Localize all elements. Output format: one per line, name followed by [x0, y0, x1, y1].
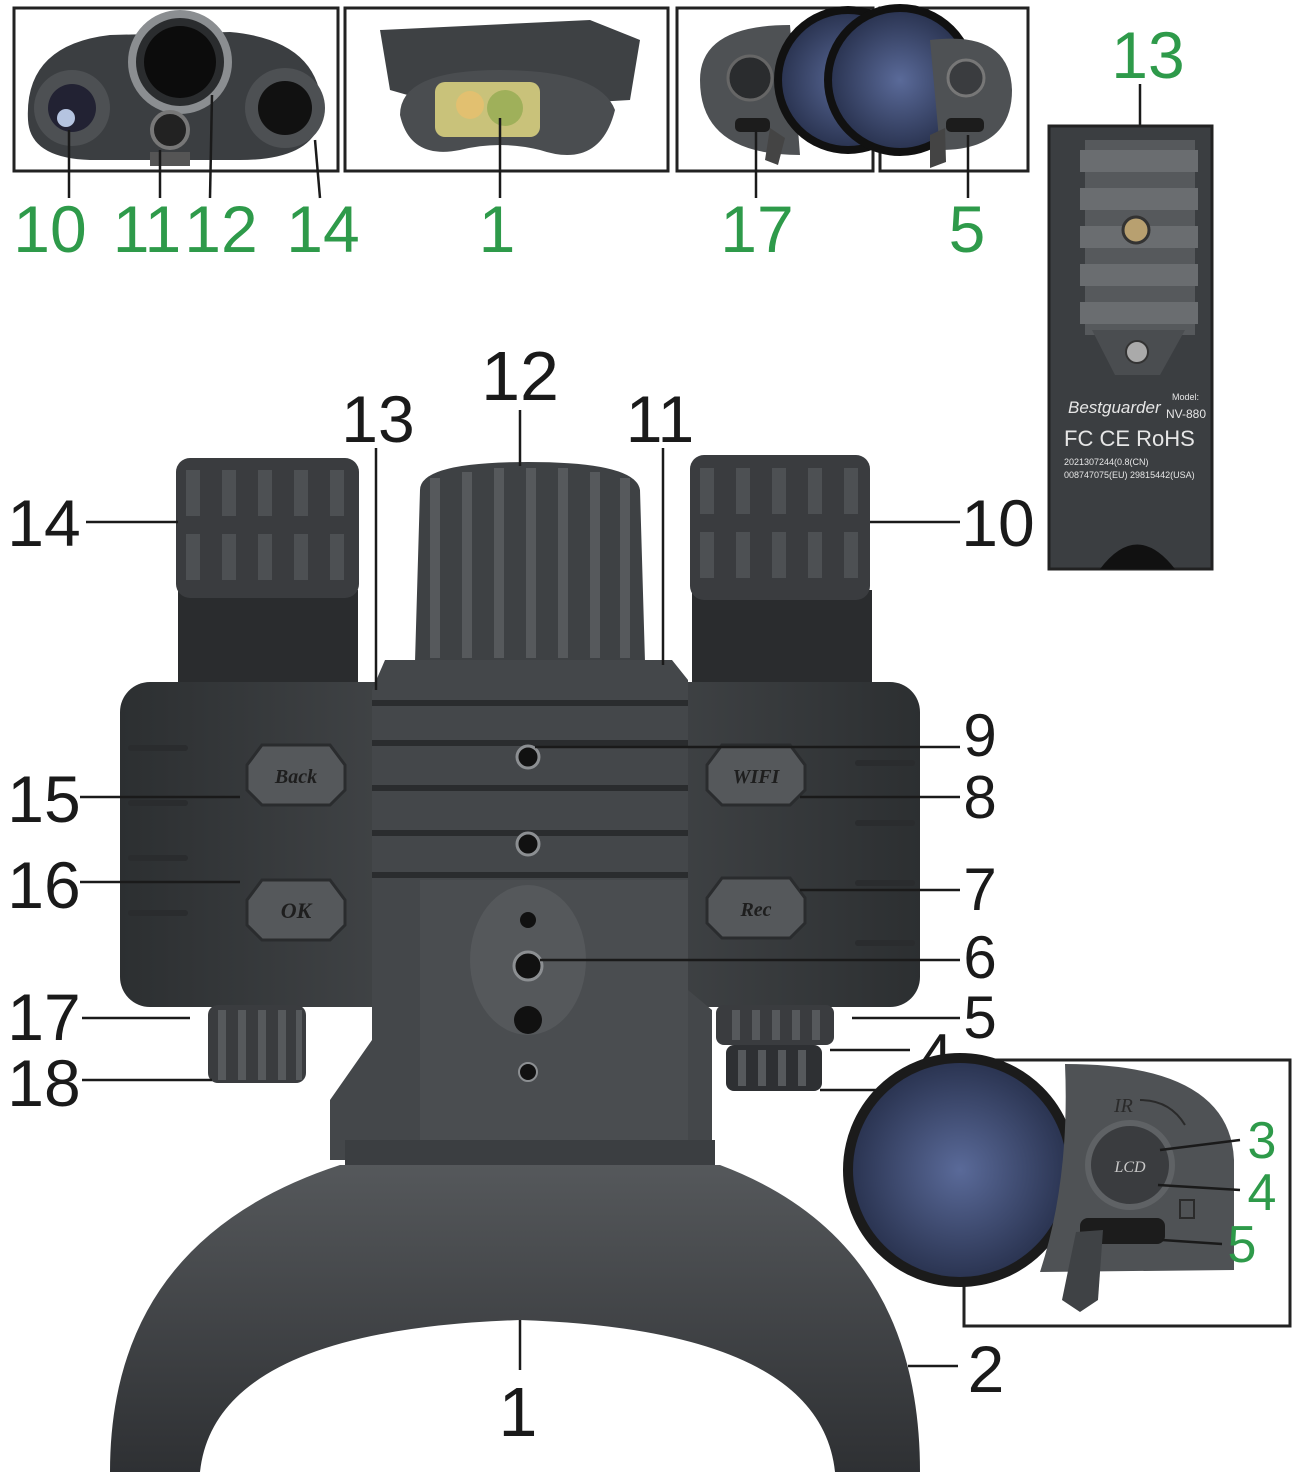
top-callout-10: 10: [13, 192, 86, 266]
callout-17: 17: [7, 980, 80, 1054]
right-side-panel: [824, 4, 1030, 173]
top-callout-1: 1: [479, 192, 516, 266]
top-callout-17: 17: [720, 192, 793, 266]
callout-16: 16: [7, 848, 80, 922]
callout-12: 12: [481, 337, 559, 415]
ir-label: IR: [1113, 1095, 1133, 1117]
callout-13: 13: [341, 382, 414, 456]
ir-lcd-dial[interactable]: [716, 1005, 834, 1091]
top-callout-5: 5: [949, 192, 986, 266]
left-eyepiece: [176, 458, 359, 690]
ok-button[interactable]: OK: [245, 878, 347, 942]
callout-18: 18: [7, 1046, 80, 1120]
inset-detail-panel: IR LCD 3 4 5: [843, 1053, 1292, 1328]
tripod-screw-icon: [1121, 215, 1151, 245]
bottom-callout-13: 13: [1111, 18, 1184, 92]
device-certifications: FC CE RoHS: [1064, 426, 1195, 451]
device-model-caption: Model:: [1172, 392, 1199, 402]
ir-led-icon: [512, 950, 544, 982]
callout-5: 5: [963, 984, 996, 1051]
callout-9: 9: [963, 702, 996, 769]
device-label-line2: 008747075(EU) 29815442(USA): [1064, 470, 1195, 480]
callout-8: 8: [963, 764, 996, 831]
wifi-button-label: WIFI: [733, 766, 781, 788]
device-brand: Bestguarder: [1068, 398, 1162, 417]
device-model: NV-880: [1166, 407, 1206, 421]
inset-callout-4: 4: [1248, 1164, 1277, 1222]
callout-1: 1: [499, 1373, 538, 1451]
usb-cover-flap[interactable]: [1062, 1230, 1103, 1312]
callout-7: 7: [963, 856, 996, 923]
main-callouts: 12 13 11 14 10 9 15 8 16 7 6 17 5 18 4 3…: [7, 337, 1034, 1451]
front-view-panel: [12, 6, 340, 173]
right-eyepiece: [690, 455, 872, 690]
rec-button[interactable]: Rec: [705, 876, 807, 940]
rear-view-panel: [343, 6, 670, 173]
callout-14: 14: [7, 486, 80, 560]
inset-callout-3: 3: [1248, 1112, 1277, 1170]
callout-11: 11: [626, 382, 695, 456]
zoom-dial[interactable]: [208, 1005, 306, 1083]
callout-15: 15: [7, 762, 80, 836]
top-callout-11: 11: [113, 192, 182, 266]
callout-6: 6: [963, 924, 996, 991]
back-button[interactable]: Back: [245, 743, 347, 807]
inset-callout-5: 5: [1228, 1216, 1257, 1274]
lcd-knob[interactable]: [1085, 1120, 1175, 1210]
callout-10: 10: [961, 486, 1034, 560]
bottom-view-panel: 13 Bestguarder Model: NV-880 FC CE RoHS …: [1047, 18, 1214, 571]
focus-knob: [415, 462, 645, 662]
top-callouts: 10 11 12 14 1 17 5: [13, 94, 986, 266]
lcd-knob-label: LCD: [1113, 1159, 1146, 1176]
light-sensor-icon: [515, 744, 541, 770]
wifi-button[interactable]: WIFI: [705, 743, 807, 807]
rec-button-label: Rec: [739, 899, 771, 921]
main-device: Back OK WIFI Rec: [110, 455, 920, 1472]
callout-2: 2: [968, 1332, 1005, 1406]
back-button-label: Back: [274, 766, 317, 788]
top-callout-14: 14: [286, 192, 359, 266]
device-label-line1: 2021307244(0.8(CN): [1064, 457, 1149, 467]
eyeshield: [110, 1140, 920, 1472]
top-callout-12: 12: [184, 192, 257, 266]
ok-button-label: OK: [281, 898, 313, 923]
